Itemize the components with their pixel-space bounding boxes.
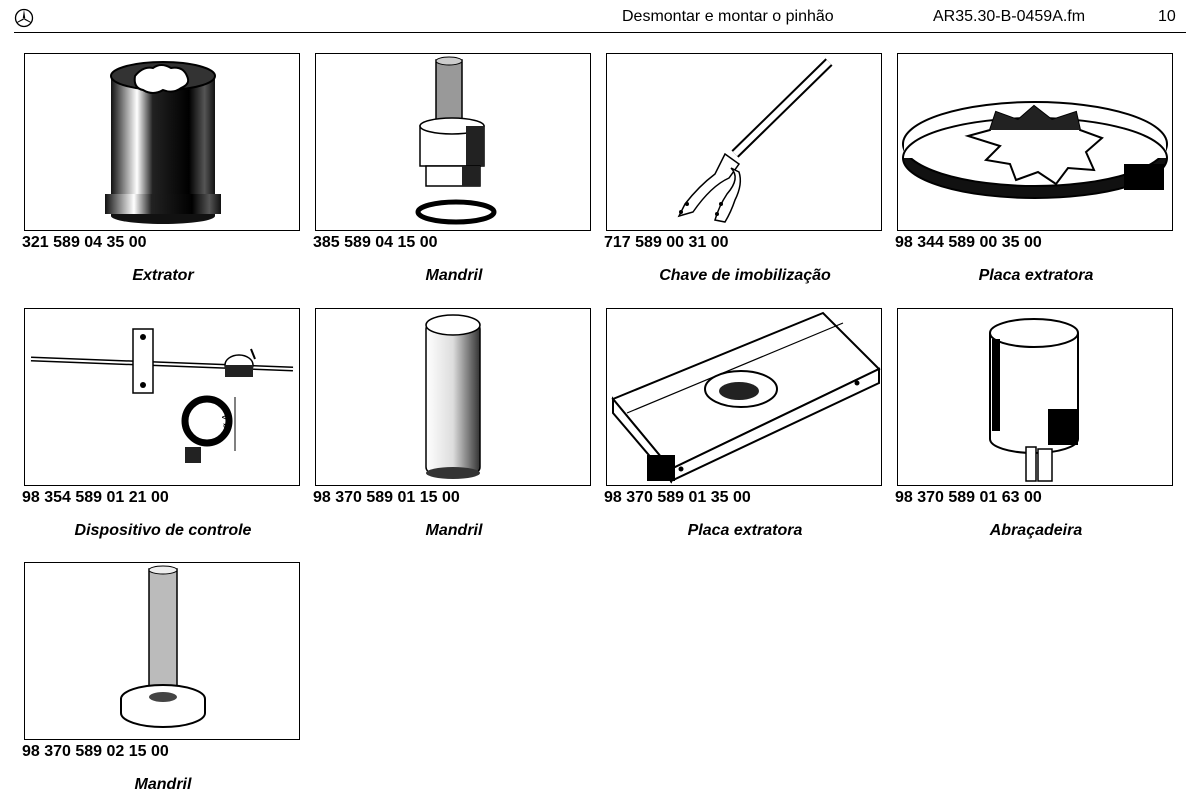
tool-name: Placa extratora — [978, 267, 1094, 284]
tool-part-number: 98 344 589 00 35 00 — [895, 234, 1042, 251]
tool-name: Extrator — [132, 267, 194, 284]
extractor-sleeve-icon — [105, 61, 221, 224]
three-pointed-star-logo-icon — [14, 8, 34, 28]
tool-part-number: 385 589 04 15 00 — [313, 234, 438, 251]
tool-image-frame — [24, 53, 300, 231]
tool-image-frame — [315, 53, 591, 231]
tool-part-number: 98 370 589 02 15 00 — [22, 743, 169, 760]
tool-part-number: 98 370 589 01 63 00 — [895, 489, 1042, 506]
tool-part-number: 98 370 589 01 15 00 — [313, 489, 460, 506]
tool-name: Mandril — [425, 267, 483, 284]
tool-part-number: 98 370 589 01 35 00 — [604, 489, 751, 506]
extractor-plate-icon — [611, 311, 881, 484]
tool-image-frame: ø A — [24, 308, 300, 486]
flanged-mandrel-icon — [120, 565, 206, 728]
tool-name: Mandril — [425, 522, 483, 539]
header-rule — [14, 32, 1186, 33]
tool-image-frame — [897, 53, 1173, 231]
tool-image-frame — [606, 308, 882, 486]
tool-part-number: 321 589 04 35 00 — [22, 234, 147, 251]
gauge-device-icon: ø A — [30, 328, 294, 463]
tool-name: Mandril — [134, 776, 192, 793]
tool-part-number: 98 354 589 01 21 00 — [22, 489, 169, 506]
tool-name: Chave de imobilização — [659, 267, 831, 284]
document-id: AR35.30-B-0459A.fm — [933, 8, 1086, 25]
tool-image-frame — [606, 53, 882, 231]
tool-image-frame — [315, 308, 591, 486]
page-number: 10 — [1158, 8, 1176, 25]
tool-part-number: 717 589 00 31 00 — [604, 234, 729, 251]
immobilizing-wrench-icon — [677, 58, 833, 223]
tool-image-frame — [24, 562, 300, 740]
cylindrical-mandrel-icon — [425, 314, 481, 479]
tool-name: Dispositivo de controle — [74, 522, 252, 539]
tool-image-frame — [897, 308, 1173, 486]
page-title: Desmontar e montar o pinhão — [622, 8, 834, 25]
tool-name: Placa extratora — [687, 522, 803, 539]
tool-name: Abraçadeira — [989, 522, 1083, 539]
mandrel-with-ring-icon — [415, 56, 497, 225]
clamp-ring-icon — [989, 318, 1079, 482]
extractor-disc-icon — [902, 101, 1168, 199]
gauge-annotation-label: ø A — [221, 414, 232, 429]
page-header: Desmontar e montar o pinhão AR35.30-B-04… — [0, 0, 1200, 34]
